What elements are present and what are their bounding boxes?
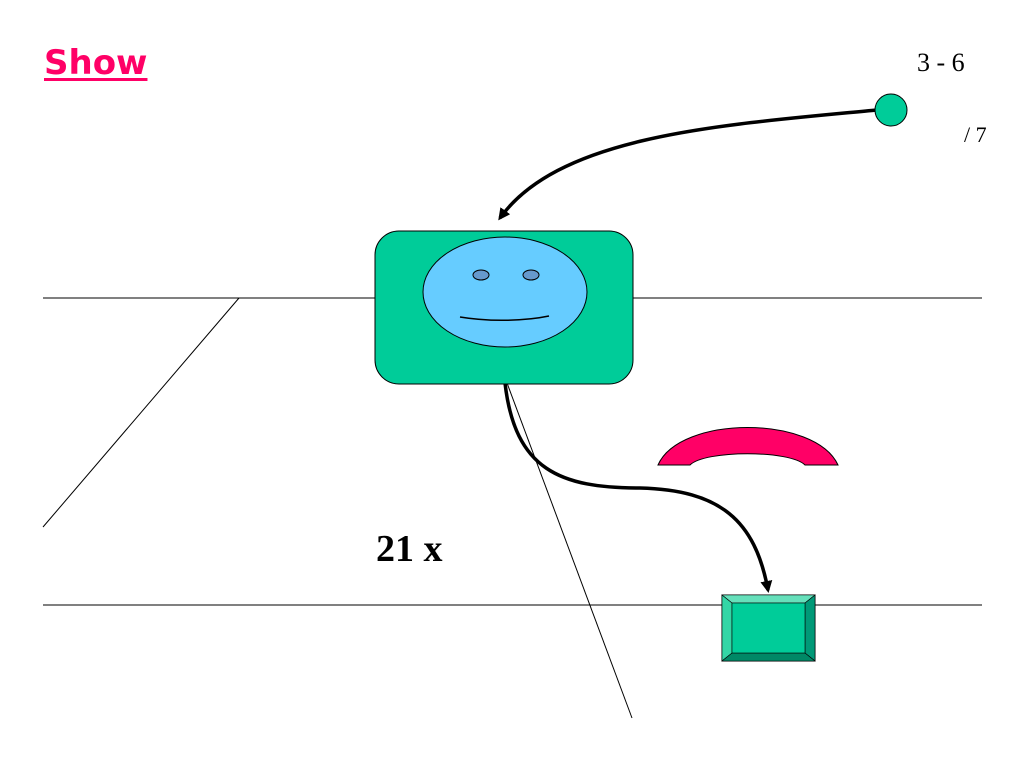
- slide-number: 3 - 6: [917, 48, 965, 77]
- telephone-receiver-icon: [657, 427, 839, 466]
- start-node-icon: [874, 93, 908, 127]
- repeat-count-label: 21 x: [376, 528, 443, 570]
- floor-diagonal-center: [506, 382, 633, 719]
- target-box-icon: [721, 594, 816, 662]
- arrow-start-to-person: [498, 108, 878, 221]
- arrow-person-to-target: [503, 382, 773, 593]
- person-face-icon: [374, 230, 634, 385]
- slide-title: Show: [44, 43, 148, 83]
- floor-diagonal-left: [42, 297, 240, 528]
- slide-total: / 7: [964, 122, 987, 147]
